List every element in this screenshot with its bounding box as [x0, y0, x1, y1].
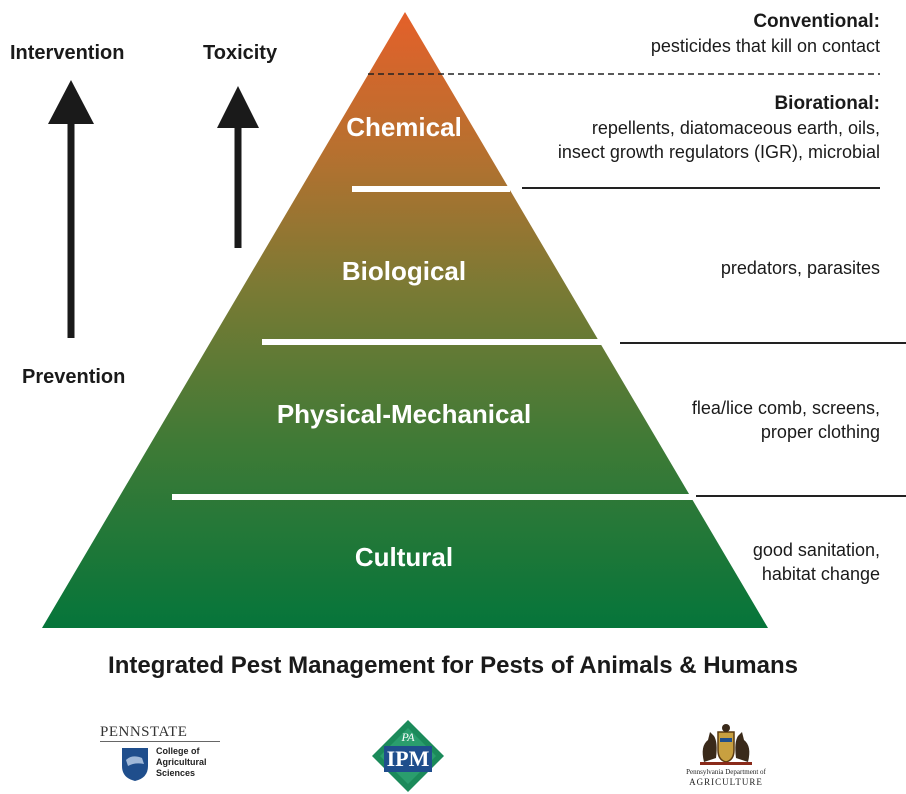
intervention-label: Intervention [10, 42, 125, 64]
cultural-line-1: good sanitation, [752, 540, 880, 560]
physical-line-1: flea/lice comb, screens, [691, 398, 880, 418]
toxicity-label: Toxicity [203, 42, 278, 64]
intervention-arrow-head [48, 80, 94, 124]
tier-label-biological: Biological [342, 256, 466, 286]
tier-label-chemical: Chemical [346, 112, 462, 142]
ipm-diamond-icon [372, 720, 444, 792]
pennstate-line-1: College of [156, 746, 200, 756]
agri-line-2: AGRICULTURE [689, 777, 763, 787]
ipm-top-text: PA [401, 730, 415, 744]
toxicity-arrow-head [217, 86, 259, 128]
cultural-desc: good sanitation, habitat change [753, 538, 880, 586]
tier-label-physical-mechanical: Physical-Mechanical [277, 399, 531, 429]
agri-line-1: Pennsylvania Department of [686, 768, 766, 776]
pennstate-wordmark: PENNSTATE [100, 724, 220, 742]
pa-ipm-logo: PA IPM [370, 718, 446, 794]
pennstate-line-3: Sciences [156, 768, 196, 778]
prevention-label: Prevention [22, 366, 126, 388]
biorational-title: Biorational: [774, 93, 880, 114]
ipm-pyramid-diagram: Chemical Biological Physical-Mechanical … [42, 12, 906, 628]
footer-title: Integrated Pest Management for Pests of … [108, 652, 798, 679]
nittany-lion-shield-icon [122, 748, 148, 781]
biorational-block: Biorational: repellents, diatomaceous ea… [558, 92, 880, 164]
pa-agriculture-logo: Pennsylvania Department of AGRICULTURE [676, 722, 776, 792]
cultural-line-2: habitat change [761, 564, 880, 584]
ipm-main-text: IPM [386, 746, 430, 771]
biological-desc: predators, parasites [720, 258, 880, 278]
physical-desc: flea/lice comb, screens, proper clothing [692, 396, 880, 444]
pyramid [42, 12, 768, 628]
pennstate-logo: PENNSTATE College of Agricultural Scienc… [100, 724, 230, 792]
biorational-line-2: insect growth regulators (IGR), microbia… [557, 142, 880, 162]
biorational-line-1: repellents, diatomaceous earth, oils, [591, 118, 880, 138]
conventional-text: pesticides that kill on contact [650, 36, 880, 56]
pa-coat-of-arms-icon [700, 724, 752, 765]
physical-line-2: proper clothing [760, 422, 880, 442]
conventional-block: Conventional: pesticides that kill on co… [651, 10, 880, 58]
conventional-title: Conventional: [753, 11, 880, 32]
tier-label-cultural: Cultural [355, 542, 453, 572]
pennstate-line-2: Agricultural [156, 757, 207, 767]
